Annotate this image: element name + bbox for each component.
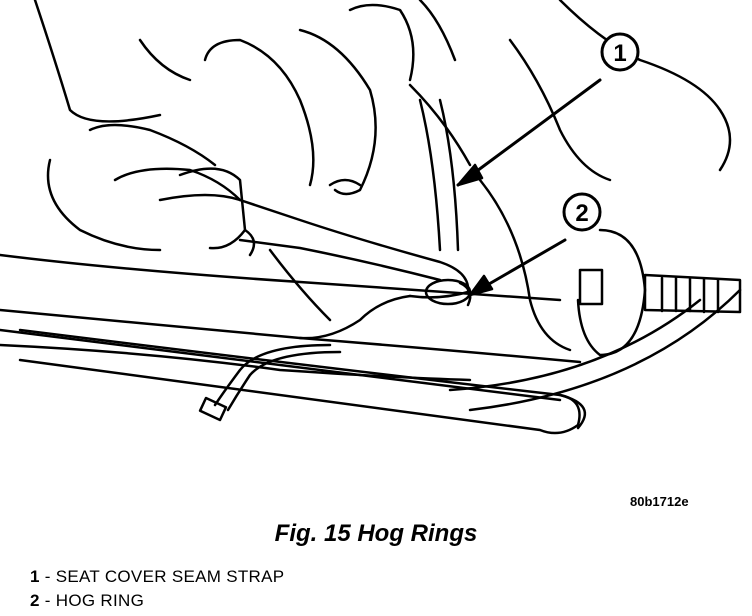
figure-caption: Fig. 15 Hog Rings bbox=[274, 520, 478, 547]
seam-strap-drawing bbox=[408, 83, 472, 252]
legend-separator: - bbox=[39, 591, 56, 610]
bolt-drawing bbox=[576, 228, 742, 357]
legend-label: HOG RING bbox=[55, 591, 145, 610]
legend-item: 1 - SEAT COVER SEAM STRAP bbox=[30, 567, 284, 587]
legend-separator: - bbox=[39, 567, 56, 586]
hog-ring-drawing bbox=[424, 278, 472, 307]
legend-number: 1 bbox=[30, 567, 40, 586]
hands-drawing bbox=[33, 0, 732, 352]
figure-code: 80b1712e bbox=[630, 494, 689, 509]
legend-item: 2 - HOG RING bbox=[30, 591, 144, 611]
legend-number: 2 bbox=[30, 591, 40, 610]
wire-drawing bbox=[198, 343, 342, 422]
callout-1: 1 bbox=[600, 32, 640, 72]
callout-1-label: 1 bbox=[613, 40, 626, 67]
seat-frame-drawing bbox=[0, 253, 742, 435]
hog-ring-illustration: 1 2 bbox=[0, 0, 742, 435]
legend-label: SEAT COVER SEAM STRAP bbox=[55, 567, 285, 586]
callout-2-label: 2 bbox=[575, 200, 588, 227]
callout-leaders bbox=[456, 78, 602, 297]
callout-2: 2 bbox=[562, 192, 602, 232]
